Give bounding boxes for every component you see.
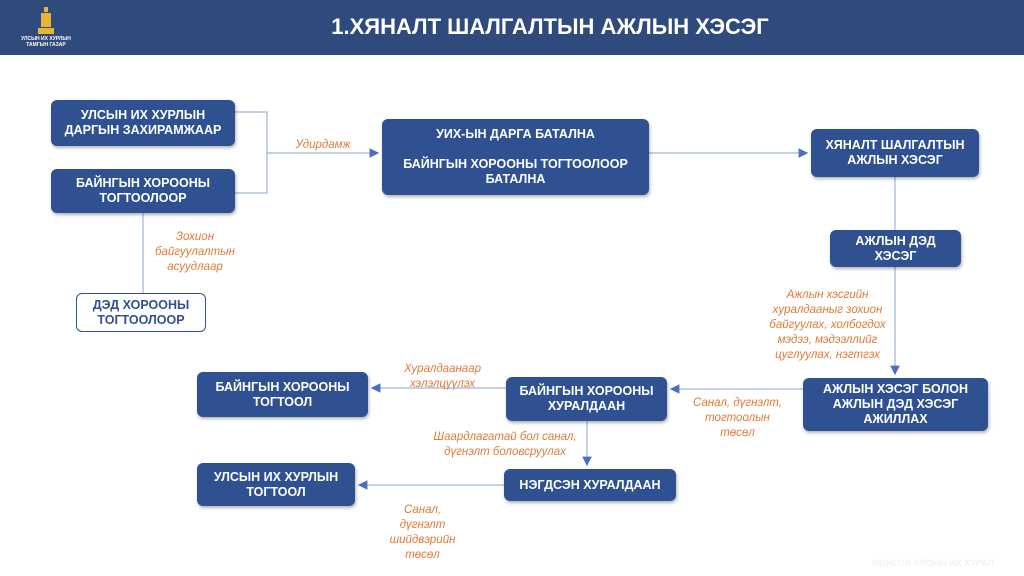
emblem-icon: [38, 7, 54, 34]
bracket-line: [235, 111, 268, 194]
box-oversight-working-group: ХЯНАЛТ ШАЛГАЛТЫН АЖЛЫН ХЭСЭГ: [811, 129, 979, 177]
box-working-groups-operate: АЖЛЫН ХЭСЭГ БОЛОН АЖЛЫН ДЭД ХЭСЭГ АЖИЛЛА…: [803, 378, 988, 431]
label-discuss-in-session: Хуралдаанаар хэлэлцүүлэх: [404, 363, 481, 390]
label-prepare-conclusion: Шаардлагатай бол санал, дүгнэлт боловсру…: [433, 431, 577, 458]
logo: УЛСЫН ИХ ХУРЛЫН ТАМГЫН ГАЗАР: [18, 6, 74, 48]
watermark: МОНГОЛ УЛСЫН ИХ ХУРАЛ: [871, 558, 994, 568]
box-committee-resolution: БАЙНГЫН ХОРООНЫ ТОГТООЛ: [197, 372, 368, 417]
logo-text: УЛСЫН ИХ ХУРЛЫН ТАМГЫН ГАЗАР: [21, 36, 71, 48]
label-working-group-tasks: Ажлын хэсгийн хуралдааныг зохион байгуул…: [769, 289, 886, 361]
box-plenary-session: НЭГДСЭН ХУРАЛДААН: [504, 469, 676, 501]
label-draft-decision: Санал, дүгнэлт шийдвэрийн төсөл: [389, 504, 456, 561]
box-standing-committee-resolution: БАЙНГЫН ХОРООНЫ ТОГТООЛООР: [51, 169, 235, 213]
box-committee-session: БАЙНГЫН ХОРООНЫ ХУРАЛДААН: [506, 377, 667, 421]
box-speaker-order: УЛСЫН ИХ ХУРЛЫН ДАРГЫН ЗАХИРАМЖААР: [51, 100, 235, 146]
page-title: 1.ХЯНАЛТ ШАЛГАЛТЫН АЖЛЫН ХЭСЭГ: [331, 14, 769, 39]
label-draft-resolution: Санал, дүгнэлт, тогтоолын төсөл: [693, 397, 782, 439]
label-organization: Зохион байгуулалтын асуудлаар: [155, 231, 235, 273]
box-parliament-resolution: УЛСЫН ИХ ХУРЛЫН ТОГТООЛ: [197, 463, 355, 506]
box-subcommittee-resolution: ДЭД ХОРООНЫ ТОГТООЛООР: [76, 293, 206, 332]
box-sub-working-group: АЖЛЫН ДЭД ХЭСЭГ: [830, 230, 961, 267]
box-approval: УИХ-ЫН ДАРГА БАТАЛНА БАЙНГЫН ХОРООНЫ ТОГ…: [382, 119, 649, 195]
header-bar: УЛСЫН ИХ ХУРЛЫН ТАМГЫН ГАЗАР 1.ХЯНАЛТ ША…: [0, 0, 1024, 55]
label-directive: Удирдамж: [295, 139, 351, 151]
